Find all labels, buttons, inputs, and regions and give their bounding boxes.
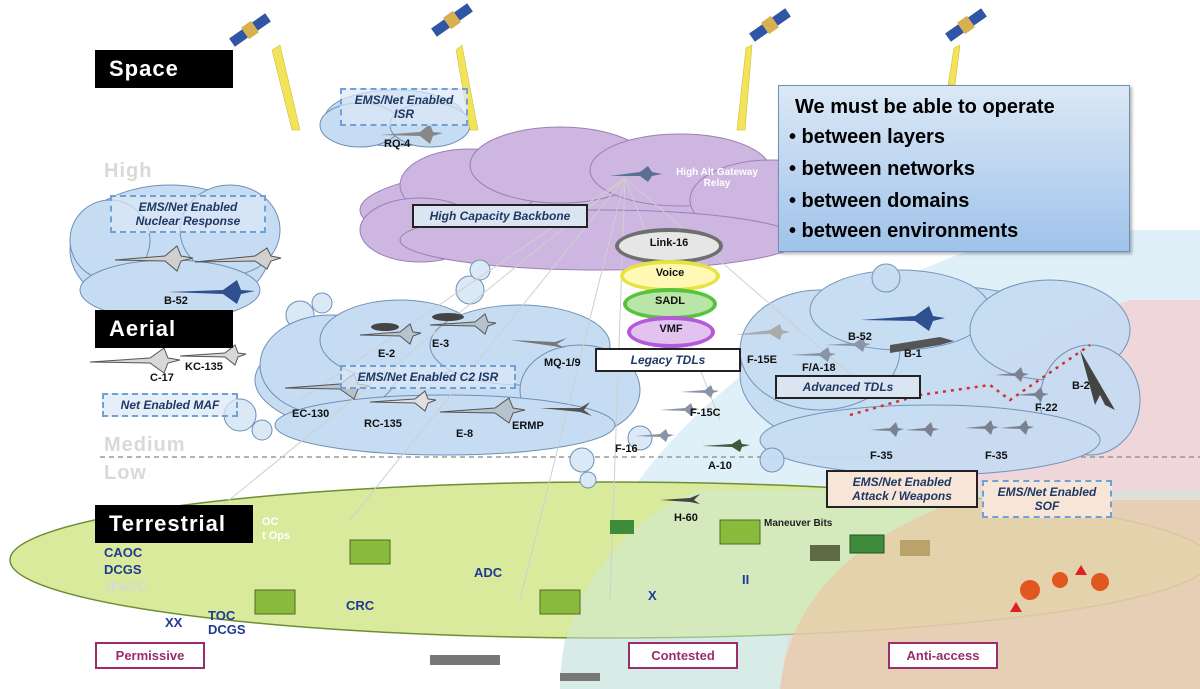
e8-label: E-8	[456, 428, 474, 440]
adc-label: ADC	[474, 565, 503, 580]
operate-callout: We must be able to operate • between lay…	[778, 85, 1130, 252]
ops-label: t Ops	[262, 530, 291, 542]
attack-label: EMS/Net Enabled Attack / Weapons	[826, 470, 978, 508]
callout-item: • between networks	[789, 158, 975, 180]
mq19-label: MQ-1/9	[544, 357, 581, 369]
maneuver-label: Maneuver Bits	[764, 518, 833, 529]
env-anti-access: Anti-access	[888, 642, 998, 669]
backbone-label: High Capacity Backbone	[412, 204, 588, 228]
f22-label: F-22	[1035, 402, 1058, 414]
altitude-medium: Medium	[104, 434, 186, 456]
toc-label: TOC	[208, 608, 236, 623]
gateway-label: High Alt Gateway Relay	[676, 167, 758, 189]
e3-label: E-3	[432, 338, 450, 350]
tdl-ring-link16: Link-16	[615, 228, 723, 264]
ground-equipment	[254, 519, 1109, 681]
layer-label-aerial: Aerial	[95, 310, 233, 348]
altitude-low: Low	[104, 462, 147, 484]
b2-label: B-2	[1072, 380, 1090, 392]
e2-label: E-2	[378, 348, 396, 360]
f35-label: F-35	[870, 450, 893, 462]
attack-path	[849, 343, 1091, 417]
h60-label: H-60	[674, 512, 698, 524]
jfacc-label: JFACC	[104, 579, 147, 594]
a10-label: A-10	[708, 460, 732, 472]
f15e-label: F-15E	[747, 354, 777, 366]
caoc-label: CAOC	[104, 545, 143, 560]
fa18-label: F/A-18	[802, 362, 836, 374]
maf-label: Net Enabled MAF	[102, 393, 238, 417]
aircraft-silhouettes	[89, 124, 1115, 504]
kc135-label: KC-135	[185, 361, 223, 373]
advanced-label: Advanced TDLs	[775, 375, 921, 399]
ermp-label: ERMP	[512, 420, 544, 432]
toc-dcgs-label: DCGS	[208, 622, 246, 637]
backbone-cloud	[359, 126, 851, 271]
rq4-label: RQ-4	[384, 138, 411, 150]
f16-label: F-16	[615, 443, 638, 455]
callout-item: • between layers	[789, 126, 945, 148]
advanced-cloud	[739, 263, 1141, 476]
ec130-label: EC-130	[292, 408, 330, 420]
c17-label: C-17	[150, 372, 174, 384]
sof-label: EMS/Net Enabled SOF	[982, 480, 1112, 518]
env-permissive: Permissive	[95, 642, 205, 669]
ground-anti-access-overlay	[780, 500, 1200, 689]
b52-left-label: B-52	[164, 295, 188, 307]
rc135-label: RC-135	[364, 418, 402, 430]
b52-right-label: B-52	[848, 331, 872, 343]
altitude-high: High	[104, 160, 153, 182]
satellites	[229, 3, 987, 47]
x-label: X	[648, 588, 657, 603]
callout-item: • between environments	[789, 220, 1019, 242]
dcgs-label: DCGS	[104, 562, 142, 577]
legacy-label: Legacy TDLs	[595, 348, 741, 372]
ii-label: II	[742, 572, 750, 587]
f15c-label: F-15C	[690, 407, 721, 419]
b1-label: B-1	[904, 348, 922, 360]
xx-label: XX	[165, 615, 183, 630]
env-contested: Contested	[628, 642, 738, 669]
aoc-label: OC	[262, 516, 279, 528]
crc-label: CRC	[346, 598, 375, 613]
layer-label-space: Space	[95, 50, 233, 88]
layer-label-terrestrial: Terrestrial	[95, 505, 253, 543]
tdl-ring-voice: Voice	[620, 260, 720, 292]
callout-item: • between domains	[789, 190, 970, 212]
tdl-ring-vmf: VMF	[627, 316, 715, 348]
c2isr-label: EMS/Net Enabled C2 ISR	[340, 365, 516, 389]
isr-label: EMS/Net Enabled ISR	[340, 88, 468, 126]
f35-label: F-35	[985, 450, 1008, 462]
nuclear-label: EMS/Net Enabled Nuclear Response	[110, 195, 266, 233]
callout-title: We must be able to operate	[795, 96, 1055, 118]
satellite-beams	[271, 44, 961, 131]
